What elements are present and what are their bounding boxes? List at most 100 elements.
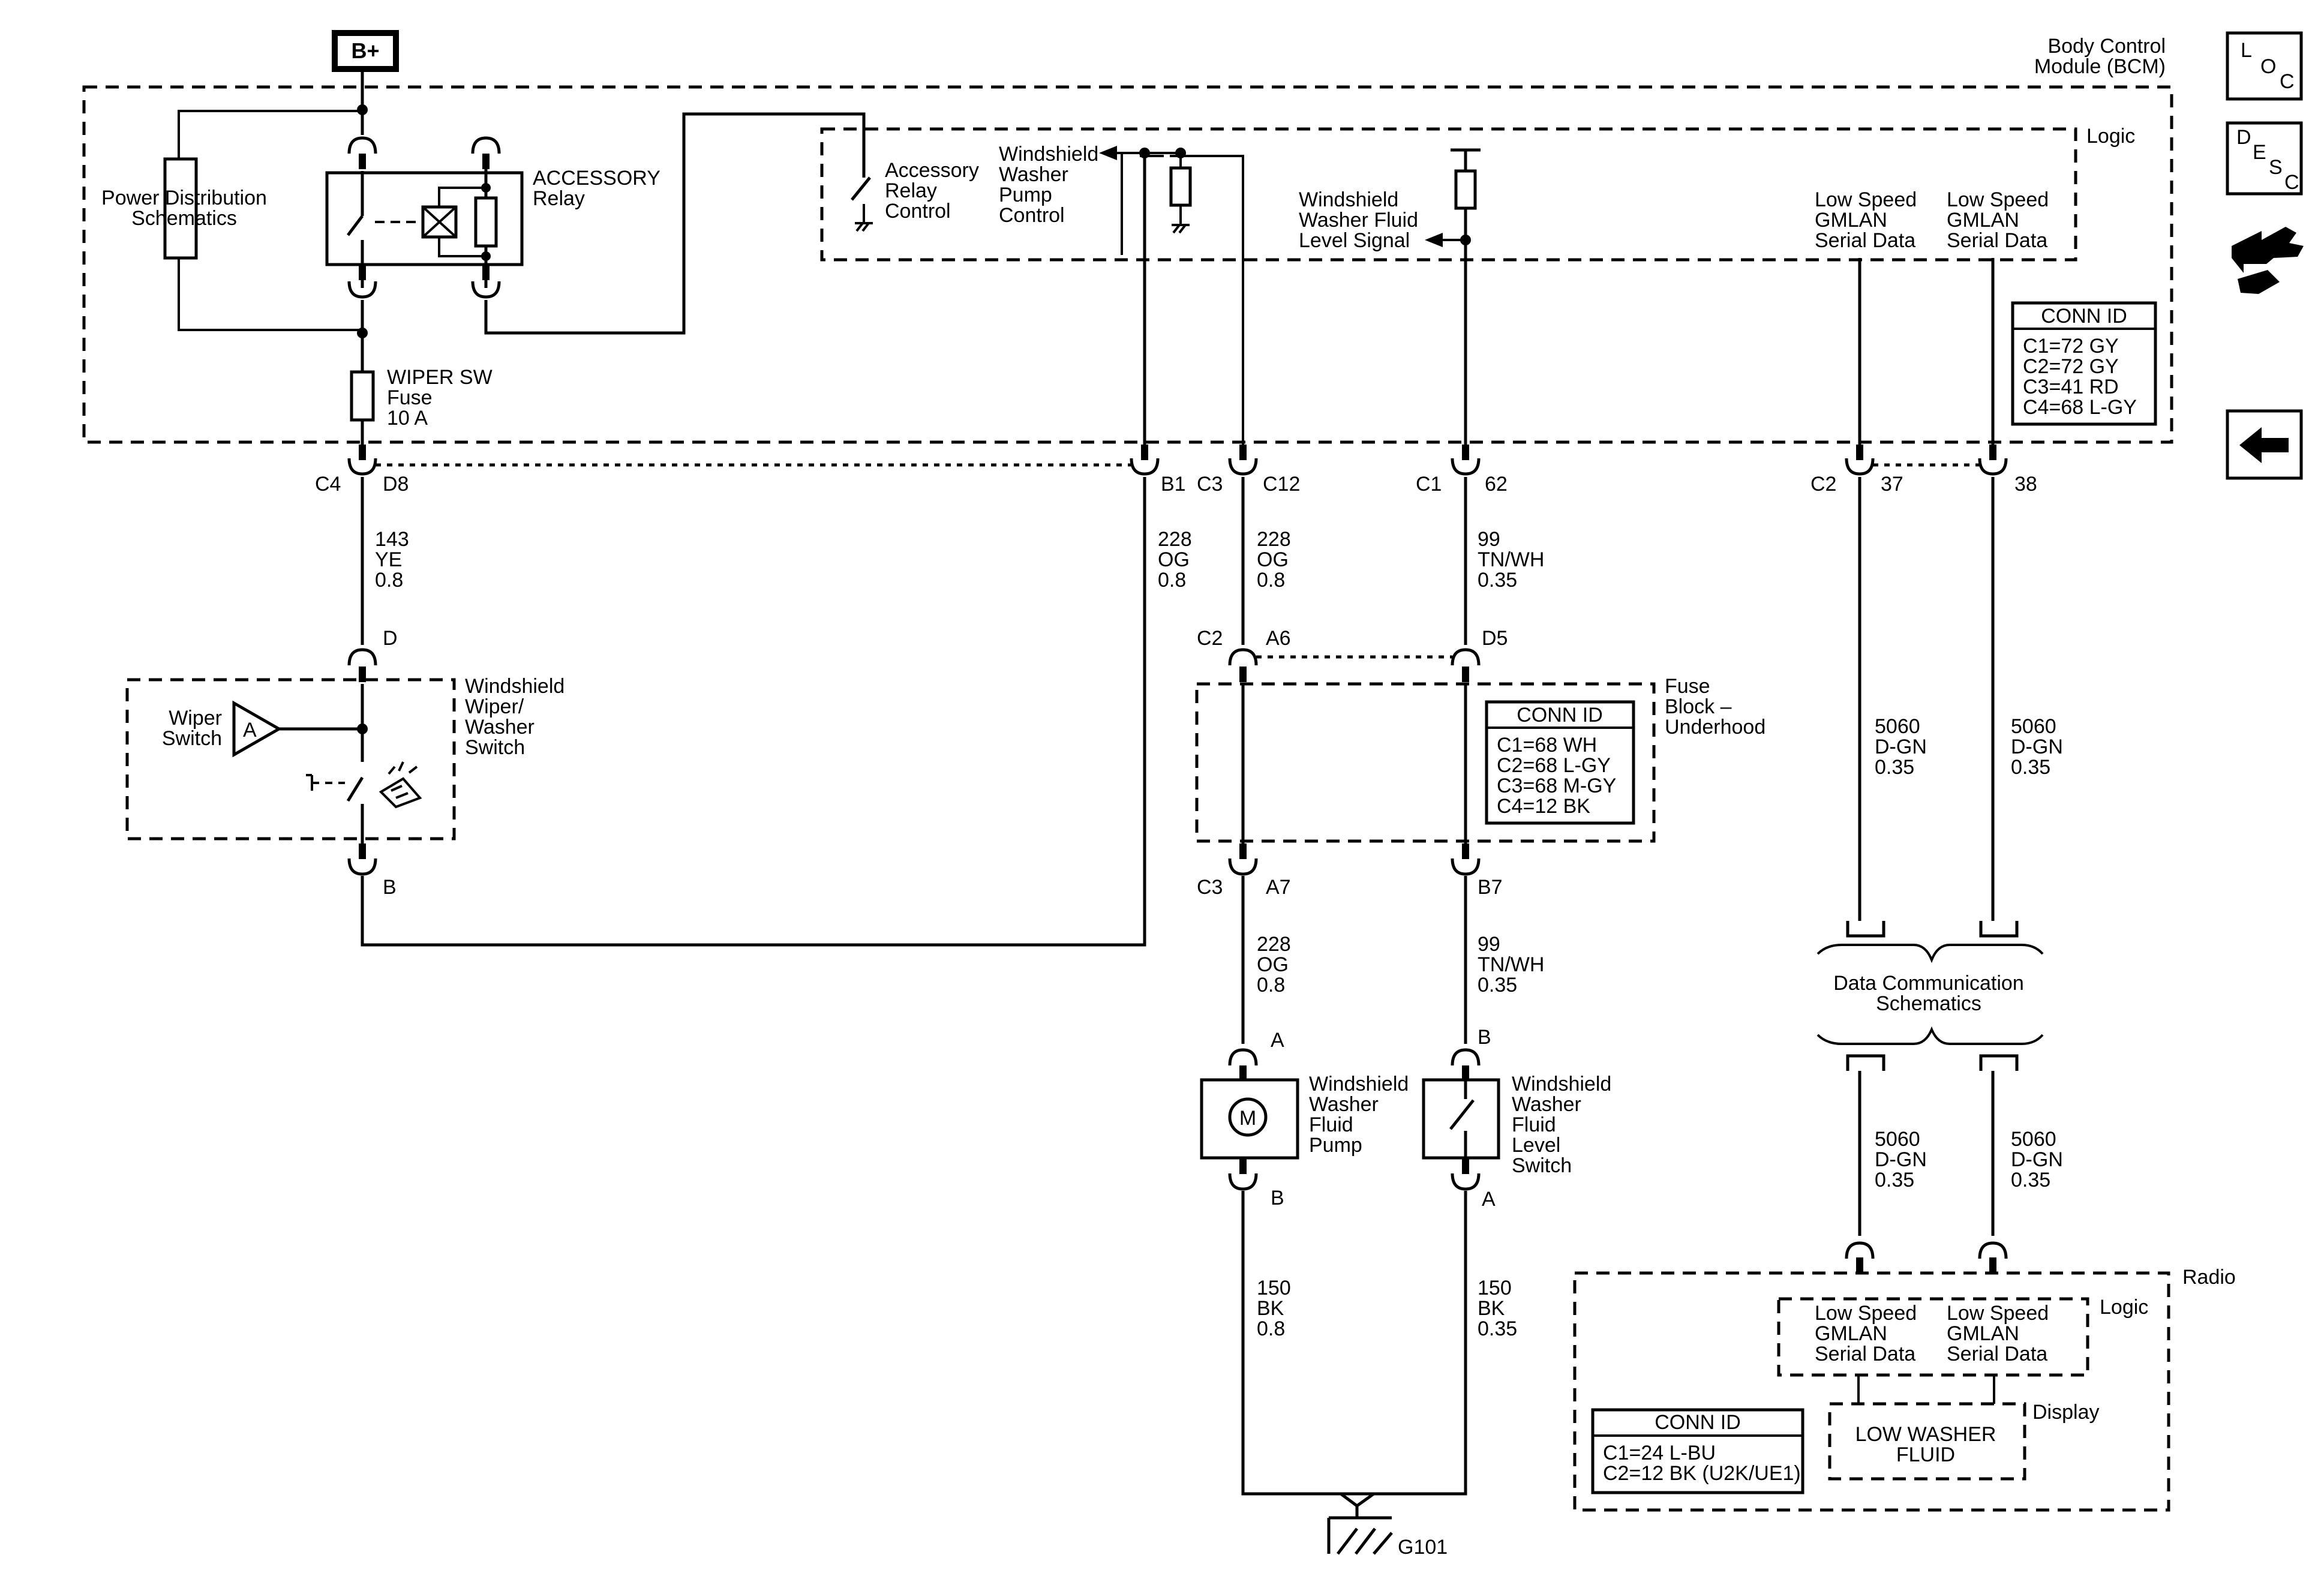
wire-99-top-size: 0.35 <box>1478 569 1517 592</box>
wire-5060-a-num: 5060 <box>1875 715 1920 738</box>
wire-5060-d-color: D-GN <box>2011 1148 2063 1171</box>
desc-button[interactable]: D E S C <box>2226 121 2303 196</box>
fb-conn-b7: B7 <box>1478 876 1503 899</box>
loc-button[interactable]: L O C <box>2226 31 2303 101</box>
wire-5060-d-size: 0.35 <box>2011 1169 2050 1191</box>
radio-gmlan2-line1: Low Speed <box>1947 1302 2049 1325</box>
level-switch-name-line1: Windshield <box>1512 1073 1611 1095</box>
wire-228-c12-size: 0.8 <box>1257 569 1285 592</box>
wire-150-pump-num: 150 <box>1257 1277 1291 1299</box>
wire-228-c12-color: OG <box>1257 548 1289 571</box>
fuse-block-name-line2: Block – <box>1665 695 1732 718</box>
loc-letter: O <box>2260 55 2276 78</box>
fuse-block-name-line1: Fuse <box>1665 675 1710 698</box>
loc-letter: C <box>2280 70 2295 93</box>
bcm-outline <box>82 85 2173 444</box>
fb-conn-id-title: CONN ID <box>1517 704 1603 727</box>
wire-5060-b-size: 0.35 <box>2011 756 2050 779</box>
wiper-switch-name-line1: Windshield <box>465 675 565 698</box>
wire-150-pump-size: 0.8 <box>1257 1317 1285 1340</box>
radio-outline <box>1573 1271 2170 1512</box>
wiper-switch-name-line2: Wiper/ <box>465 695 524 718</box>
radio-conn-id-row: C2=12 BK (U2K/UE1) <box>1603 1462 1801 1485</box>
radio-gmlan1-line2: GMLAN <box>1815 1322 1887 1345</box>
conn-d8: D8 <box>383 473 409 496</box>
switch-conn-d: D <box>383 627 398 650</box>
wiper-sw-fuse <box>350 370 375 422</box>
level-switch-name-line3: Fluid <box>1512 1113 1556 1136</box>
bcm-conn-id-row: C3=41 RD <box>2023 376 2119 398</box>
accessory-relay <box>325 159 524 288</box>
bcm-conn-id-title: CONN ID <box>2041 305 2127 328</box>
fuse-label-line3: 10 A <box>387 407 428 430</box>
fb-conn-id-row: C3=68 M-GY <box>1497 775 1616 797</box>
conn-c12: C12 <box>1263 473 1300 496</box>
wire-99-lower-num: 99 <box>1478 933 1500 956</box>
conn-62: 62 <box>1485 473 1508 496</box>
wire-143-color: YE <box>375 548 402 571</box>
radio-gmlan2-line3: Serial Data <box>1947 1343 2047 1365</box>
wire-228-lower-size: 0.8 <box>1257 974 1285 996</box>
pump-name-line1: Windshield <box>1309 1073 1409 1095</box>
bcm-conn-id-row: C2=72 GY <box>2023 355 2119 378</box>
ground-label: G101 <box>1398 1536 1448 1559</box>
level-signal-line2: Washer Fluid <box>1299 209 1418 232</box>
acc-relay-control-line2: Relay <box>885 179 937 202</box>
level-signal-line3: Level Signal <box>1299 229 1410 252</box>
bcm-gmlan2-line1: Low Speed <box>1947 188 2049 211</box>
fuse-block-conn-id-table <box>1485 700 1635 825</box>
wire-228-b1-num: 228 <box>1158 528 1192 551</box>
display-message-line2: FLUID <box>1896 1443 1955 1466</box>
bcm-title-line2: Module (BCM) <box>2034 55 2166 78</box>
wire-228-lower-num: 228 <box>1257 933 1291 956</box>
fuse-block-name-line3: Underhood <box>1665 716 1765 739</box>
bcm-conn-id-table <box>2011 301 2157 426</box>
wire-5060-c-color: D-GN <box>1875 1148 1927 1171</box>
desc-letter: C <box>2284 171 2299 194</box>
pump-conn-b: B <box>1271 1187 1284 1209</box>
washer-fluid-level-switch <box>1422 1078 1500 1160</box>
wiper-switch-marker <box>232 700 283 758</box>
radio-logic-label: Logic <box>2100 1296 2148 1319</box>
fb-conn-c3: C3 <box>1197 876 1223 899</box>
wire-5060-c-size: 0.35 <box>1875 1169 1914 1191</box>
hand-wrench-icon[interactable] <box>2232 227 2304 294</box>
back-arrow-button[interactable] <box>2226 409 2303 480</box>
power-dist-line1: Power Distribution <box>101 187 267 209</box>
level-switch-name-line2: Washer <box>1512 1093 1581 1116</box>
pump-conn-a: A <box>1271 1029 1284 1052</box>
radio-gmlan2-line2: GMLAN <box>1947 1322 2019 1345</box>
pump-name-line3: Fluid <box>1309 1113 1353 1136</box>
pump-control-line2: Washer <box>999 163 1068 186</box>
bcm-conn-id-row: C1=72 GY <box>2023 335 2119 358</box>
radio-title: Radio <box>2182 1266 2236 1289</box>
wire-228-b1-color: OG <box>1158 548 1190 571</box>
wiper-switch-name-line3: Washer <box>465 716 535 739</box>
level-switch-name-line4: Level <box>1512 1134 1560 1157</box>
data-comm-splice <box>1816 921 2044 1071</box>
radio-display-box <box>1828 1402 2026 1481</box>
wire-228-lower-color: OG <box>1257 953 1289 976</box>
wire-99-top-num: 99 <box>1478 528 1500 551</box>
acc-relay-control-line1: Accessory <box>885 159 979 182</box>
conn-c1: C1 <box>1416 473 1442 496</box>
fuse-block-underhood-box <box>1195 682 1656 843</box>
wire-143-size: 0.8 <box>375 569 403 592</box>
bcm-gmlan1-line3: Serial Data <box>1815 229 1915 252</box>
wire-99-top-color: TN/WH <box>1478 548 1544 571</box>
wire-228-b1-size: 0.8 <box>1158 569 1186 592</box>
wire-150-lvl-color: BK <box>1478 1297 1505 1320</box>
conn-37: 37 <box>1881 473 1903 496</box>
bcm-logic-box <box>820 127 2077 262</box>
bcm-conn-id-row: C4=68 L-GY <box>2023 396 2137 419</box>
conn-c4: C4 <box>315 473 341 496</box>
radio-display-label: Display <box>2032 1401 2099 1424</box>
level-signal-line1: Windshield <box>1299 188 1398 211</box>
wire-99-lower-color: TN/WH <box>1478 953 1544 976</box>
conn-38: 38 <box>2014 473 2037 496</box>
conn-b1: B1 <box>1161 473 1186 496</box>
back-arrow-icon <box>2239 427 2289 463</box>
wire-5060-a-color: D-GN <box>1875 736 1927 758</box>
fb-conn-a7: A7 <box>1266 876 1291 899</box>
switch-conn-b: B <box>383 876 397 899</box>
